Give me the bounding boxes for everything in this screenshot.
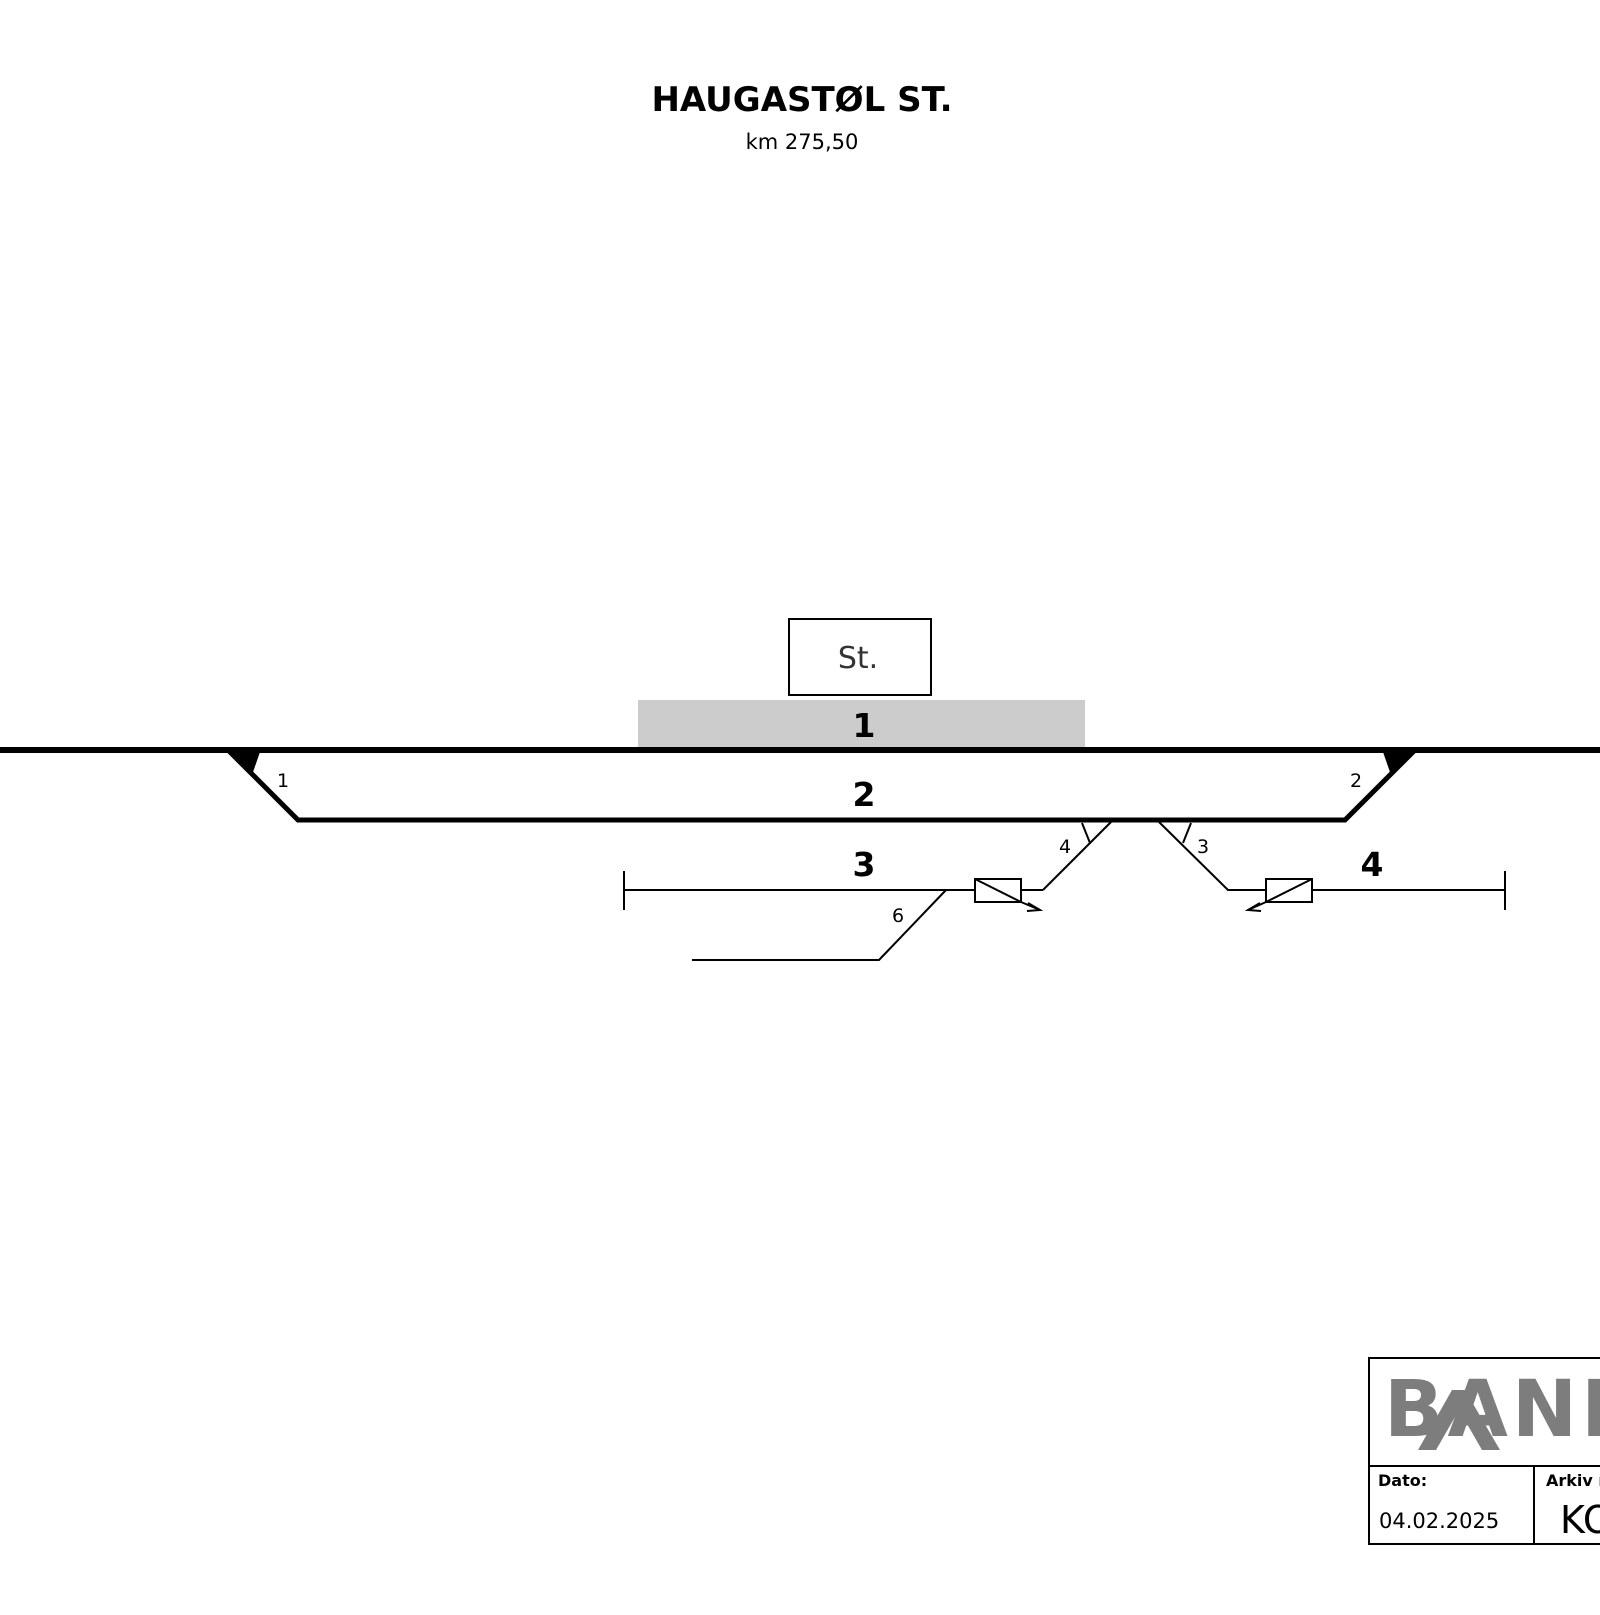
station-building-label: St. <box>838 641 878 676</box>
dato-label: Dato: <box>1378 1471 1427 1490</box>
station-title: HAUGASTØL ST. <box>651 80 952 120</box>
company-logo: BANE <box>1384 1365 1600 1455</box>
arkiv-value: KO <box>1560 1498 1600 1542</box>
switch-1-marker <box>228 752 260 775</box>
switch-3-label: 3 <box>1197 836 1209 858</box>
platform-1-label: 1 <box>853 706 876 745</box>
switch-1-label: 1 <box>277 770 289 792</box>
logo-mark <box>1418 1390 1500 1450</box>
switch-2-marker <box>1383 752 1415 775</box>
track-4-label: 4 <box>1361 845 1384 884</box>
station-building <box>788 618 932 696</box>
track-3-label: 3 <box>853 845 876 884</box>
arkiv-label: Arkiv n <box>1546 1471 1600 1490</box>
title-block: BANE Dato: 04.02.2025 Arkiv n KO <box>1368 1357 1600 1545</box>
station-km: km 275,50 <box>746 130 859 154</box>
platform-1 <box>638 700 1085 747</box>
track-3-connection <box>1042 821 1112 891</box>
track-6 <box>692 889 947 961</box>
switch-4-label: 4 <box>1059 836 1071 858</box>
switch-2-label: 2 <box>1350 770 1362 792</box>
switch-4-tick <box>1081 822 1091 844</box>
track-4 <box>1158 821 1505 891</box>
switch-6-label: 6 <box>892 905 904 927</box>
dato-value: 04.02.2025 <box>1379 1509 1499 1533</box>
track-2-label: 2 <box>853 775 876 814</box>
switch-3-tick <box>1182 822 1192 844</box>
track-2 <box>226 748 1417 823</box>
